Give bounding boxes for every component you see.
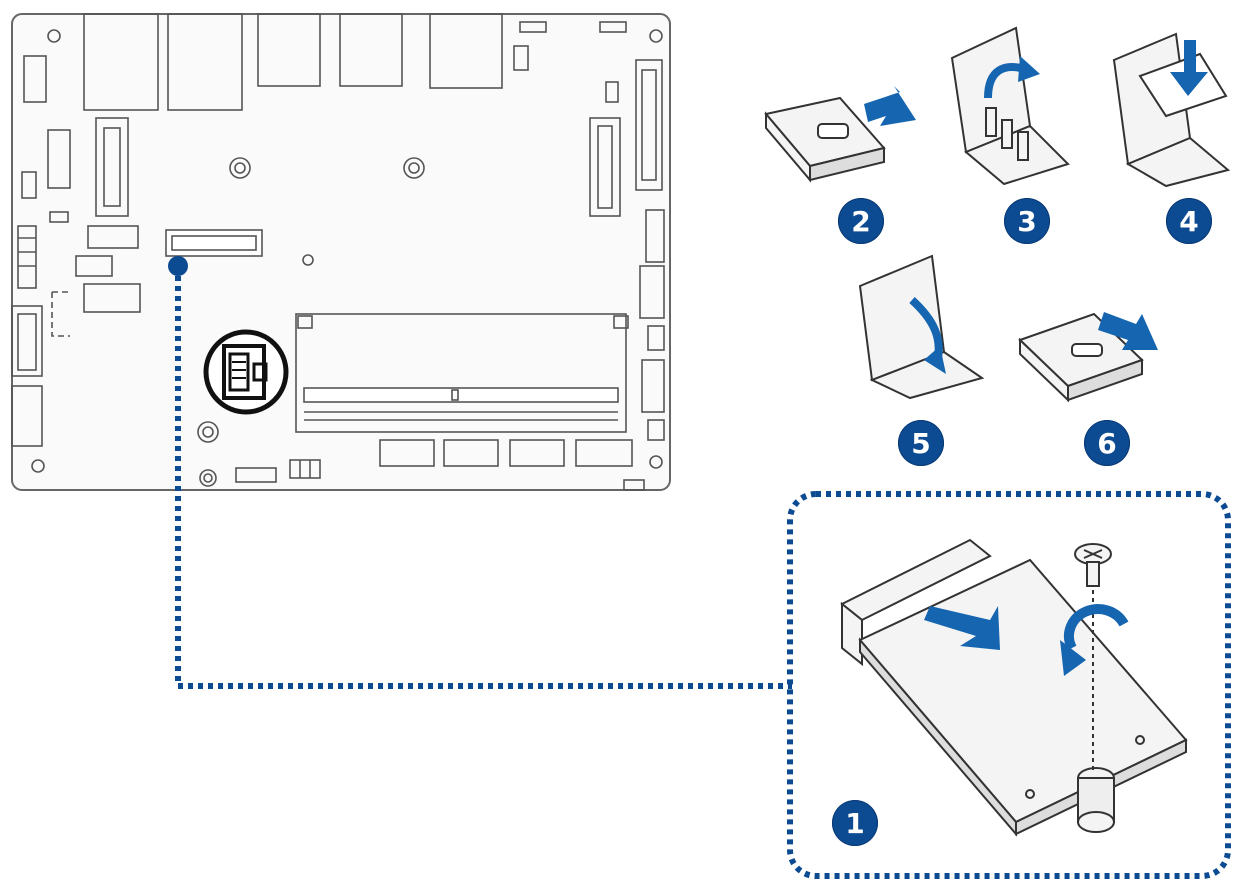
step-5-illustration xyxy=(858,254,985,400)
step-6-illustration xyxy=(1018,312,1158,403)
step-1-panel xyxy=(787,491,1231,879)
sim-card-slot-icon xyxy=(203,329,289,415)
step-4-badge: 4 xyxy=(1166,198,1212,244)
step-2-illustration xyxy=(764,86,916,183)
step-1-badge: 1 xyxy=(832,800,878,846)
step-3-badge: 3 xyxy=(1004,198,1050,244)
step-3-illustration xyxy=(950,26,1070,186)
step-4-illustration xyxy=(1112,32,1231,188)
motherboard-diagram xyxy=(11,13,671,491)
step-5-badge: 5 xyxy=(898,420,944,466)
screw-icon xyxy=(1074,543,1112,587)
step-2-badge: 2 xyxy=(838,198,884,244)
step-6-badge: 6 xyxy=(1084,420,1130,466)
dotted-connector-line xyxy=(168,256,792,689)
